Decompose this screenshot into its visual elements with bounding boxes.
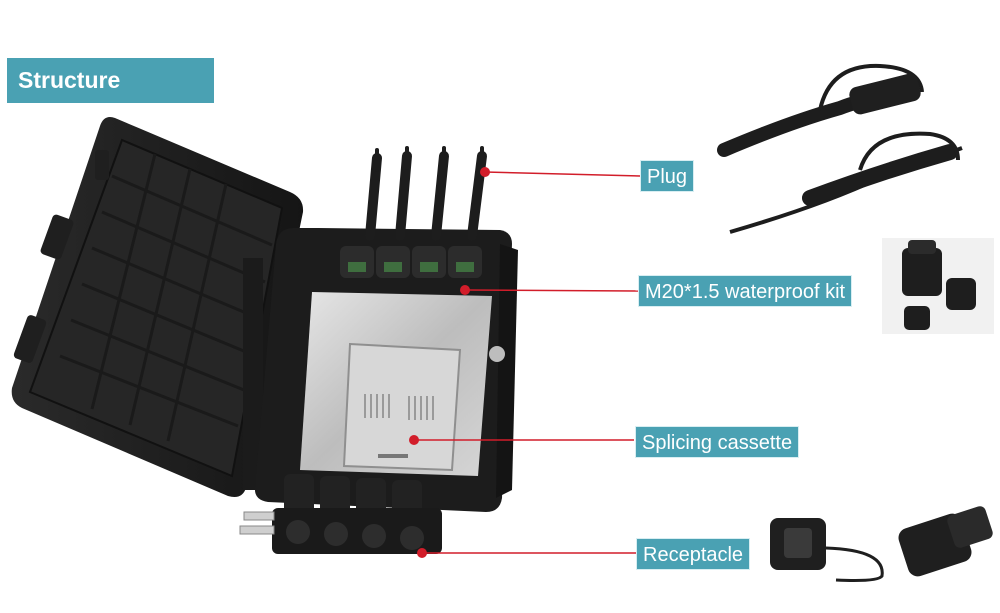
plug-label: Plug [640, 160, 695, 192]
bottom-receptacles [239, 474, 442, 554]
waterproof-kit-photo [882, 238, 994, 334]
receptacle-photo [770, 506, 993, 582]
section-title: Structure [7, 58, 214, 103]
splicing-cassette-tray [342, 342, 462, 472]
plug-cables [365, 146, 487, 241]
receptacle-label: Receptacle [636, 538, 751, 570]
splicing-cassette-label: Splicing cassette [635, 426, 800, 458]
plug-photo [717, 63, 963, 234]
waterproof-kit-label: M20*1.5 waterproof kit [638, 275, 853, 307]
callout-lines [409, 167, 641, 558]
top-ports [340, 246, 482, 278]
hinge [243, 258, 263, 490]
enclosure-lid [11, 117, 304, 497]
